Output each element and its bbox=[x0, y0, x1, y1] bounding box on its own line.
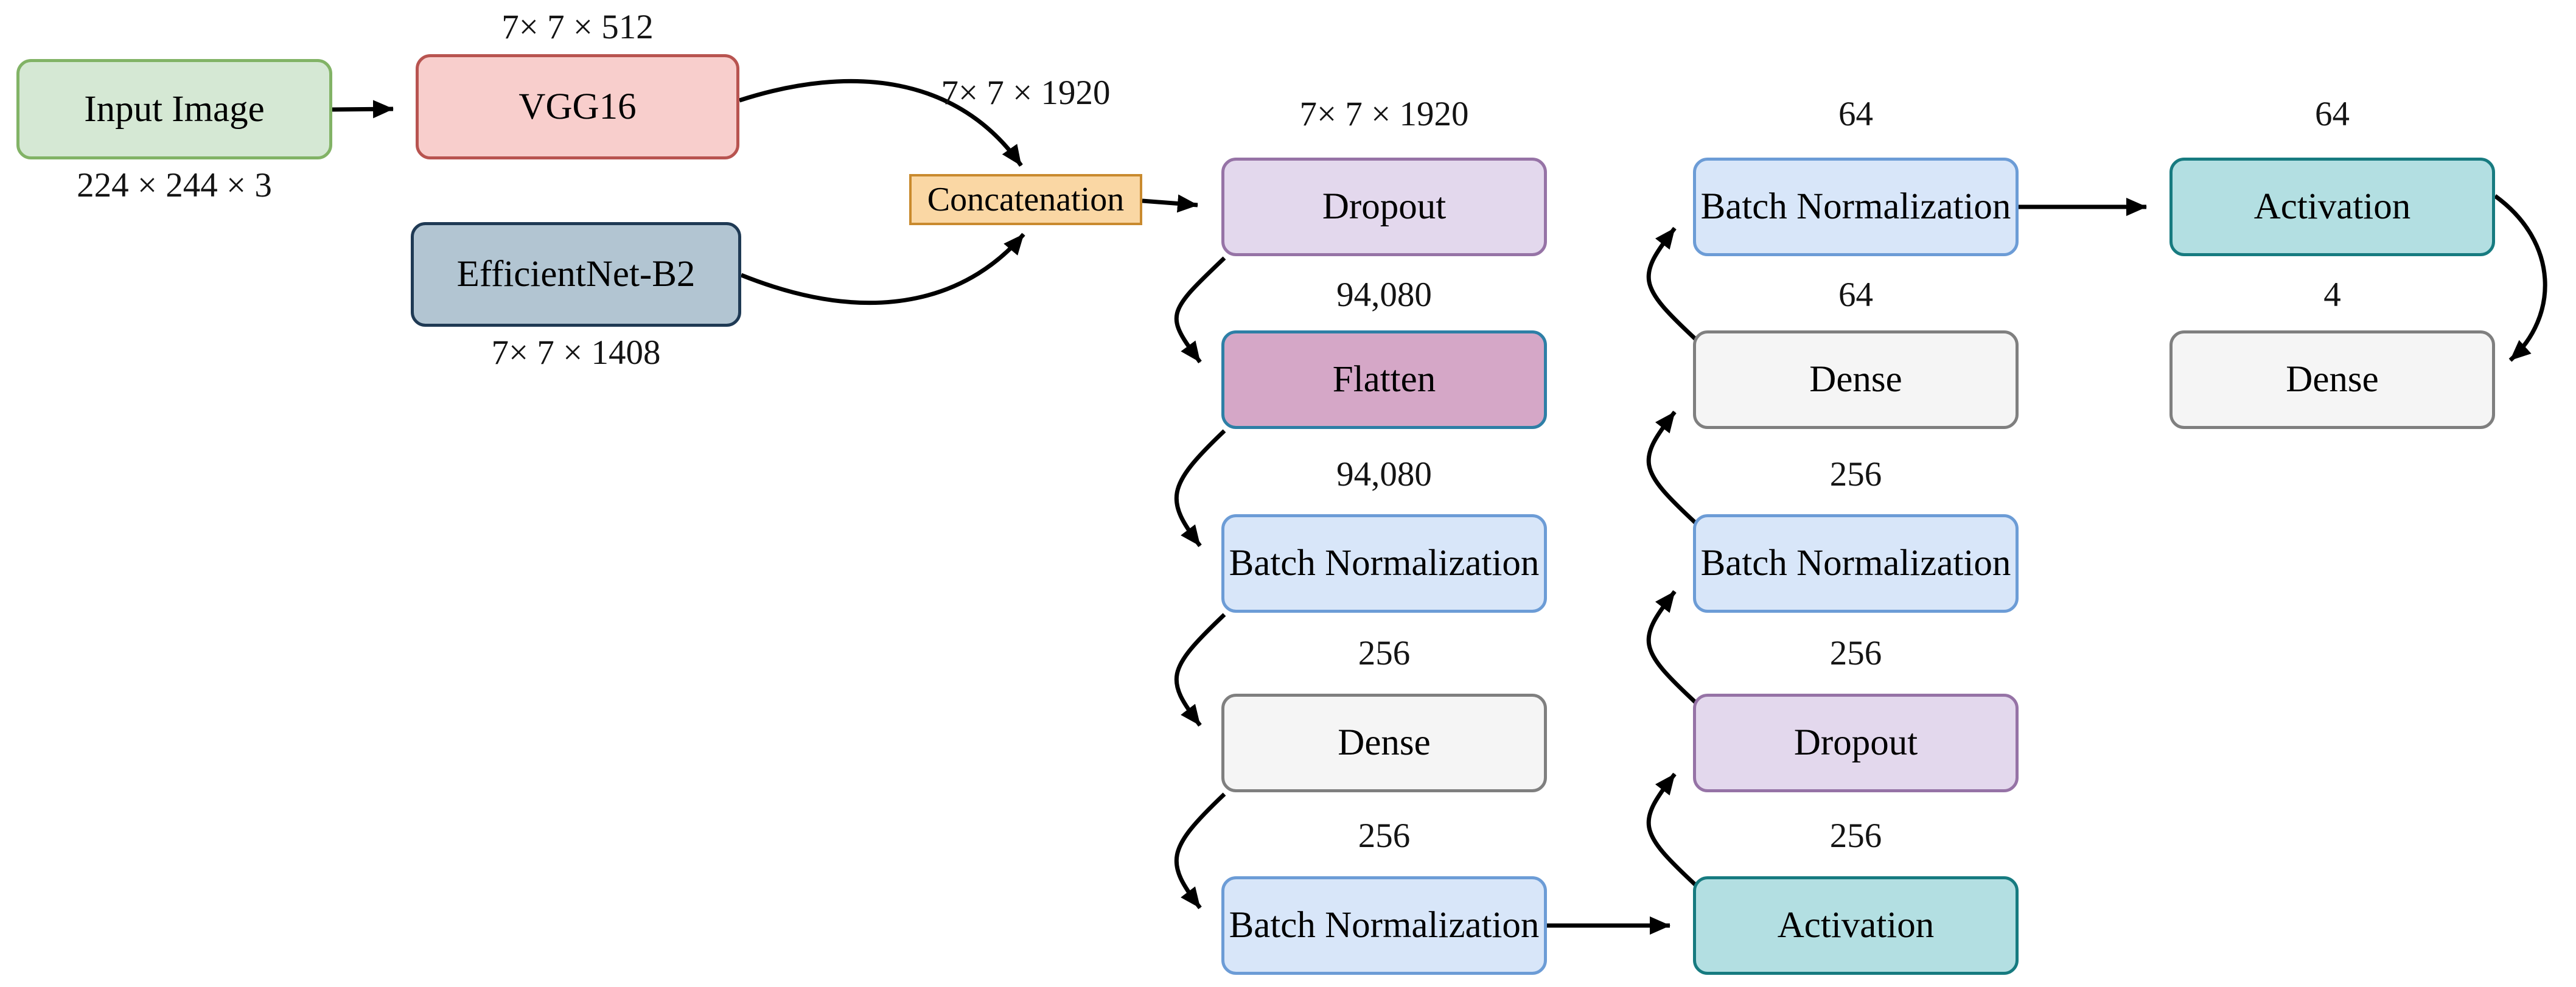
node-batch-normalization-256: Batch Normalization bbox=[1693, 514, 2019, 613]
node-batch-normalization-64-label: Batch Normalization bbox=[1700, 186, 2011, 227]
node-batch-normalization-256-label: Batch Normalization bbox=[1700, 543, 2011, 584]
arrow-flatten-to-batch-normalization-1 bbox=[1174, 429, 1226, 548]
node-dropout-256-label: Dropout bbox=[1793, 722, 1918, 763]
dim-label-concatenation: 7× 7 × 1920 bbox=[941, 74, 1111, 112]
node-vgg16: VGG16 bbox=[416, 54, 739, 159]
dim-label-dense-64: 64 bbox=[1838, 276, 1873, 314]
dim-label-vgg16: 7× 7 × 512 bbox=[501, 8, 654, 46]
node-dense-64-label: Dense bbox=[1809, 359, 1902, 400]
node-dense-1-label: Dense bbox=[1338, 722, 1431, 763]
arrow-dropout-256-to-batch-normalization-256 bbox=[1646, 590, 1698, 705]
dim-label-batch-normalization-64: 64 bbox=[1838, 95, 1873, 133]
node-concatenation-label: Concatenation bbox=[927, 181, 1125, 218]
node-input-image: Input Image bbox=[16, 59, 332, 159]
dim-label-batch-normalization-256: 256 bbox=[1829, 455, 1882, 494]
dim-label-efficientnet-b2: 7× 7 × 1408 bbox=[491, 333, 661, 372]
node-efficientnet-b2-label: EfficientNet-B2 bbox=[456, 254, 696, 295]
node-dropout-1-label: Dropout bbox=[1322, 186, 1447, 227]
node-activation-256: Activation bbox=[1693, 876, 2019, 975]
node-dense-1: Dense bbox=[1221, 694, 1547, 792]
node-activation-256-label: Activation bbox=[1777, 905, 1935, 946]
node-dense-4: Dense bbox=[2169, 330, 2495, 429]
dim-label-activation-64: 64 bbox=[2315, 95, 2350, 133]
arrow-dense-64-to-batch-normalization-64 bbox=[1646, 226, 1698, 341]
arrow-activation-256-to-dropout-256 bbox=[1646, 772, 1698, 887]
node-efficientnet-b2: EfficientNet-B2 bbox=[411, 222, 741, 327]
node-batch-normalization-2-label: Batch Normalization bbox=[1229, 905, 1540, 946]
dim-label-dense-1: 256 bbox=[1358, 634, 1411, 672]
arrow-efficientnet-b2-to-concatenation bbox=[740, 232, 1025, 305]
arrow-input-image-to-vgg16 bbox=[332, 100, 394, 119]
node-activation-64-label: Activation bbox=[2253, 186, 2411, 227]
node-dropout-1: Dropout bbox=[1221, 158, 1547, 256]
node-input-image-label: Input Image bbox=[84, 88, 265, 130]
node-concatenation: Concatenation bbox=[909, 174, 1142, 225]
arrow-batch-normalization-256-to-dense-64 bbox=[1646, 410, 1698, 525]
node-batch-normalization-64: Batch Normalization bbox=[1693, 158, 2019, 256]
node-dense-4-label: Dense bbox=[2286, 359, 2379, 400]
dim-label-batch-normalization-1: 94,080 bbox=[1336, 455, 1432, 494]
dim-label-input-image: 224 × 244 × 3 bbox=[77, 166, 272, 204]
arrow-vgg16-to-concatenation bbox=[738, 78, 1023, 167]
node-vgg16-label: VGG16 bbox=[518, 86, 637, 127]
node-flatten-label: Flatten bbox=[1332, 359, 1436, 400]
dim-label-flatten: 94,080 bbox=[1336, 276, 1432, 314]
dim-label-batch-normalization-2: 256 bbox=[1358, 817, 1411, 855]
node-flatten: Flatten bbox=[1221, 330, 1547, 429]
arrow-batch-normalization-1-to-dense-1 bbox=[1174, 613, 1226, 727]
arrow-concatenation-to-dropout-1 bbox=[1142, 194, 1198, 213]
node-activation-64: Activation bbox=[2169, 158, 2495, 256]
dim-label-dropout-256: 256 bbox=[1829, 634, 1882, 672]
arrow-dropout-1-to-flatten bbox=[1174, 256, 1226, 364]
node-dropout-256: Dropout bbox=[1693, 694, 2019, 792]
node-batch-normalization-2: Batch Normalization bbox=[1221, 876, 1547, 975]
node-dense-64: Dense bbox=[1693, 330, 2019, 429]
dim-label-dense-4: 4 bbox=[2323, 276, 2341, 314]
arrow-activation-64-to-dense-4 bbox=[2493, 194, 2547, 362]
node-batch-normalization-1: Batch Normalization bbox=[1221, 514, 1547, 613]
dim-label-activation-256: 256 bbox=[1829, 817, 1882, 855]
arrow-dense-1-to-batch-normalization-2 bbox=[1174, 792, 1226, 910]
node-batch-normalization-1-label: Batch Normalization bbox=[1229, 543, 1540, 584]
dim-label-dropout-1: 7× 7 × 1920 bbox=[1299, 95, 1469, 133]
